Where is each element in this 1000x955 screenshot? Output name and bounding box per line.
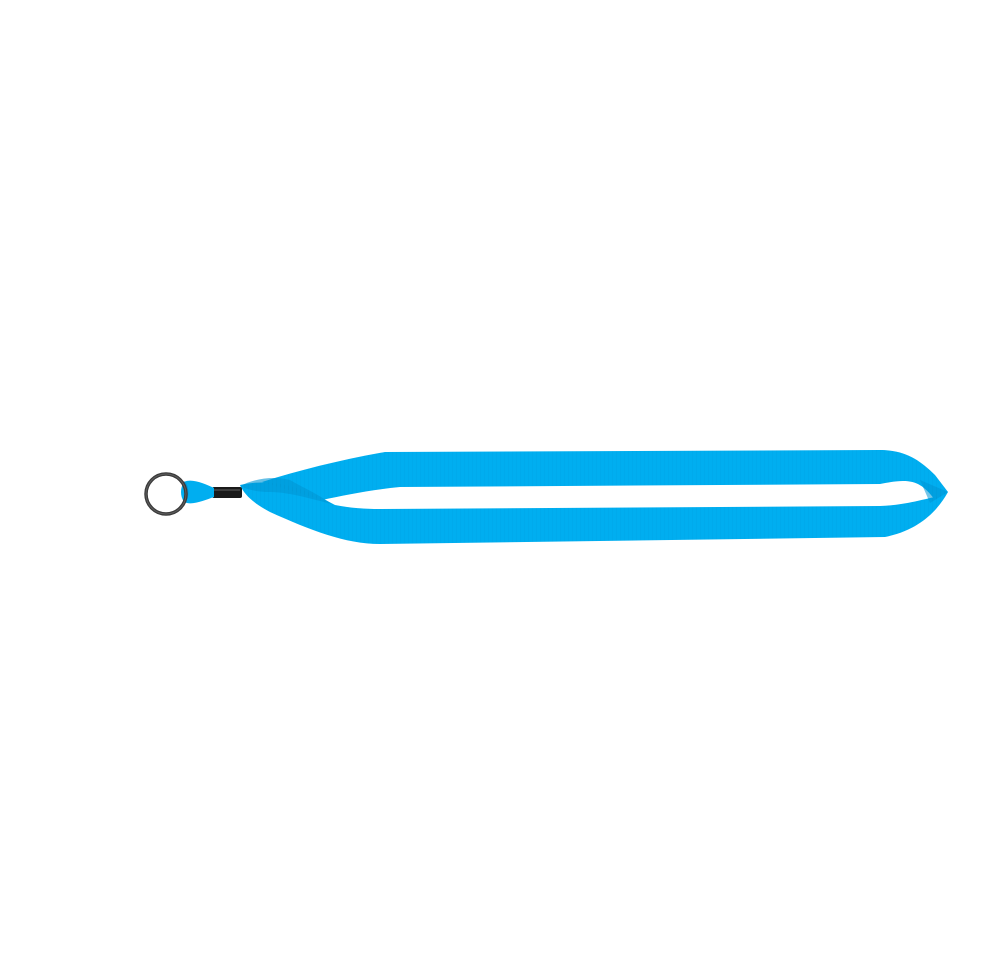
lanyard-crimp-connector (212, 487, 242, 498)
lanyard-ring-loop (181, 480, 214, 504)
